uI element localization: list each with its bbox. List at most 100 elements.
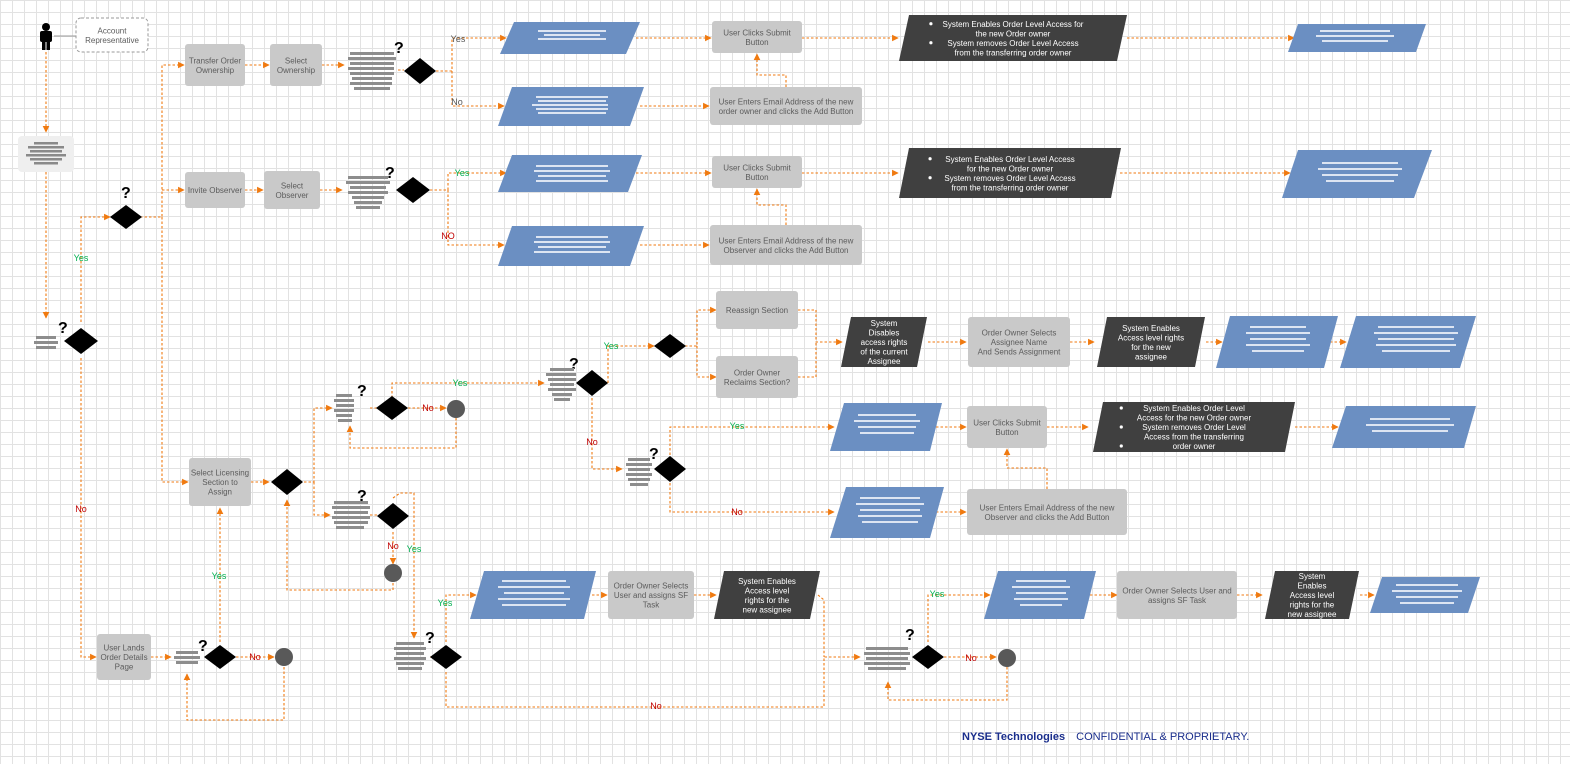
node-text: User Clicks Submit	[723, 163, 791, 172]
connector	[80, 213, 111, 322]
decision-diamond	[654, 456, 686, 482]
node-text: rights for the	[745, 596, 790, 605]
connector	[80, 358, 97, 661]
data-block	[1370, 577, 1480, 613]
edge-label: Yes	[74, 253, 89, 263]
footer: NYSE Technologies CONFIDENTIAL & PROPRIE…	[962, 731, 1249, 743]
edge-label: No	[650, 701, 662, 711]
node-shape	[189, 458, 251, 506]
node-shape	[1097, 317, 1205, 367]
node-text: Order Owner	[734, 368, 781, 377]
node-text: assignee	[1135, 352, 1168, 361]
node-text: Task	[643, 601, 660, 610]
node-text: Access from the transferring	[1144, 433, 1244, 442]
node-text: Order Owner Selects User and	[1122, 586, 1231, 595]
node-text: Order Owner Selects	[614, 582, 689, 591]
end-circle	[998, 649, 1016, 667]
node-shape	[714, 571, 820, 619]
redacted-text	[174, 651, 200, 664]
connector	[451, 71, 505, 110]
node-text: User Enters Email Address of the new	[980, 503, 1115, 512]
connector	[445, 653, 861, 708]
node-text: from the transferring order owner	[955, 48, 1072, 57]
edge-label: Yes	[451, 34, 466, 44]
node-shape	[712, 156, 802, 188]
node-shape	[75, 17, 149, 53]
question-mark-icon: ?	[649, 446, 659, 463]
node-text: User Lands	[104, 644, 145, 653]
question-marks: ? ? ? ? ? ? ? ? ? ? ?	[58, 40, 915, 655]
connector	[161, 217, 189, 486]
node-text: User Enters Email Address of the new	[719, 236, 854, 245]
node-text: System Enables Order Level Access for	[943, 20, 1084, 29]
node-text: for the new	[1131, 343, 1171, 352]
decision-diamond	[430, 645, 462, 669]
question-mark-icon: ?	[357, 383, 367, 400]
connector	[283, 499, 394, 591]
node-text: assigns SF Task	[1148, 596, 1207, 605]
node-text: Select Licensing	[191, 469, 249, 478]
connector	[685, 306, 717, 347]
node-text: System Enables Order Level	[1143, 404, 1245, 413]
node-text: Ownership	[277, 66, 316, 75]
node-email1: User Enters Email Address of the neworde…	[710, 87, 862, 125]
node-text: Access level	[1290, 591, 1335, 600]
node-shape	[1265, 571, 1359, 619]
data-block	[1340, 316, 1476, 368]
node-text: Section to	[202, 478, 238, 487]
node-text: Button	[745, 38, 768, 47]
node-text: Order Details	[100, 653, 147, 662]
edge-label: Yes	[730, 421, 745, 431]
bullet-icon	[1119, 425, 1123, 429]
decision-diamond	[576, 370, 608, 396]
redacted-text	[334, 394, 354, 422]
connector	[927, 591, 991, 642]
decision-diamond	[110, 205, 142, 229]
node-shape	[716, 291, 798, 329]
connector	[140, 61, 185, 218]
node-text: Disables	[869, 329, 900, 338]
decision-diamond	[912, 645, 944, 669]
node-text: Access for the new Order owner	[1137, 414, 1252, 423]
decisions	[64, 58, 944, 669]
node-text: System removes Order Level Access	[947, 39, 1078, 48]
node-text: Observer and clicks the Add Button	[985, 513, 1110, 522]
node-text: System Enables	[1122, 324, 1180, 333]
question-mark-icon: ?	[905, 627, 915, 644]
bullet-icon	[1119, 406, 1123, 410]
data-block	[830, 403, 942, 451]
node-text: System removes Order Level Access	[944, 174, 1075, 183]
node-shape	[608, 571, 694, 619]
connector	[798, 309, 843, 346]
redacted-text	[626, 458, 652, 486]
node-text: Button	[995, 428, 1018, 437]
footer-brand: NYSE Technologies	[962, 731, 1066, 743]
edge-label: No	[75, 504, 87, 514]
edge-label: Yes	[604, 341, 619, 351]
decision-diamond	[654, 334, 686, 358]
node-text: User and assigns SF	[614, 591, 688, 600]
node-shape	[899, 148, 1121, 198]
node-text: Access level	[745, 586, 790, 595]
node-text: Button	[745, 173, 768, 182]
node-text: Reclaims Section?	[724, 378, 791, 387]
node-text: Observer and clicks the Add Button	[724, 246, 849, 255]
question-mark-icon: ?	[58, 320, 68, 337]
node-shape	[968, 317, 1070, 367]
connector	[884, 667, 1008, 701]
redacted-text	[348, 52, 396, 90]
node-shape	[264, 171, 320, 209]
connector	[313, 482, 331, 519]
